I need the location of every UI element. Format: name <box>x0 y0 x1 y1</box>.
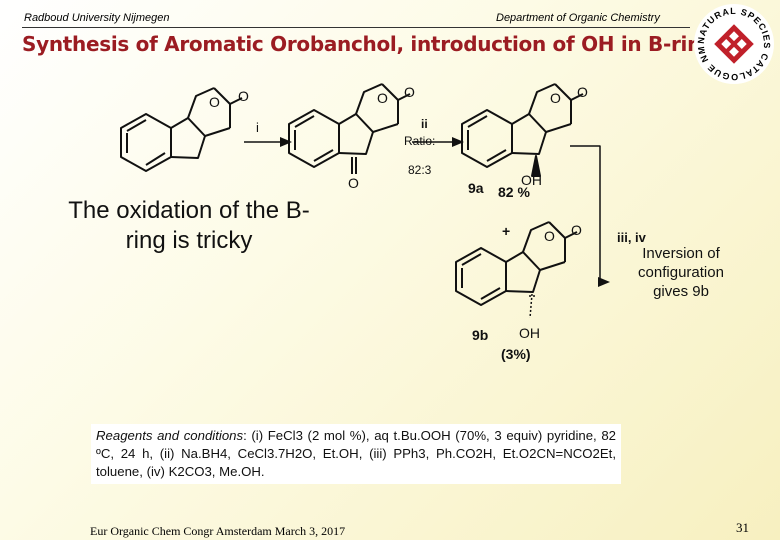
header-divider <box>22 27 690 28</box>
page-number: 31 <box>736 520 749 535</box>
o-label: O <box>209 94 220 110</box>
o-label: O <box>577 84 588 100</box>
header-university: Radboud University Nijmegen <box>24 12 170 24</box>
header-department: Department of Organic Chemistry <box>496 12 660 24</box>
o-label: O <box>571 222 582 238</box>
arrow-step-iii-iv <box>570 145 601 283</box>
o-label: O <box>348 175 359 191</box>
compound-9a-structure <box>461 83 584 168</box>
ratio-value: 82:3 <box>408 163 432 177</box>
yield-9a: 82 % <box>498 184 530 200</box>
yield-9b: (3%) <box>501 346 531 362</box>
inversion-note: Inversion of configuration gives 9b <box>638 245 724 300</box>
ketone-intermediate-structure <box>288 83 411 174</box>
compound-9a-label: 9a <box>468 180 484 196</box>
slide-title: Synthesis of Aromatic Orobanchol, introd… <box>22 32 716 56</box>
oh-label-9a: OH <box>521 172 542 188</box>
reagents-lead: Reagents and conditions <box>96 428 244 443</box>
footer-conference: Eur Organic Chem Congr Amsterdam March 3… <box>90 524 346 538</box>
o-label: O <box>544 228 555 244</box>
starting-material-structure <box>120 87 243 172</box>
ratio-label: Ratio: <box>404 134 435 148</box>
o-label: O <box>238 88 249 104</box>
oxidation-callout: The oxidation of the B-ring is tricky <box>68 197 310 254</box>
o-label: O <box>550 90 561 106</box>
step-iii-iv-label: iii, iv <box>617 230 647 245</box>
reagents-body: : (i) FeCl3 (2 mol %), aq t.Bu.OOH (70%,… <box>96 428 617 479</box>
o-label: O <box>404 84 415 100</box>
nmr-center-logo: NATURAL SPECIES CATALOGUE NMR CENTER <box>692 2 774 84</box>
step-ii-label: ii <box>421 117 428 131</box>
compound-9b-label: 9b <box>472 327 488 343</box>
step-i-label: i <box>256 120 259 135</box>
oh-label-9b: OH <box>519 325 540 341</box>
compound-9b-structure <box>455 221 578 306</box>
o-label: O <box>377 90 388 106</box>
plus-sign: + <box>502 223 510 239</box>
reagents-and-conditions: Reagents and conditions: (i) FeCl3 (2 mo… <box>91 424 621 484</box>
